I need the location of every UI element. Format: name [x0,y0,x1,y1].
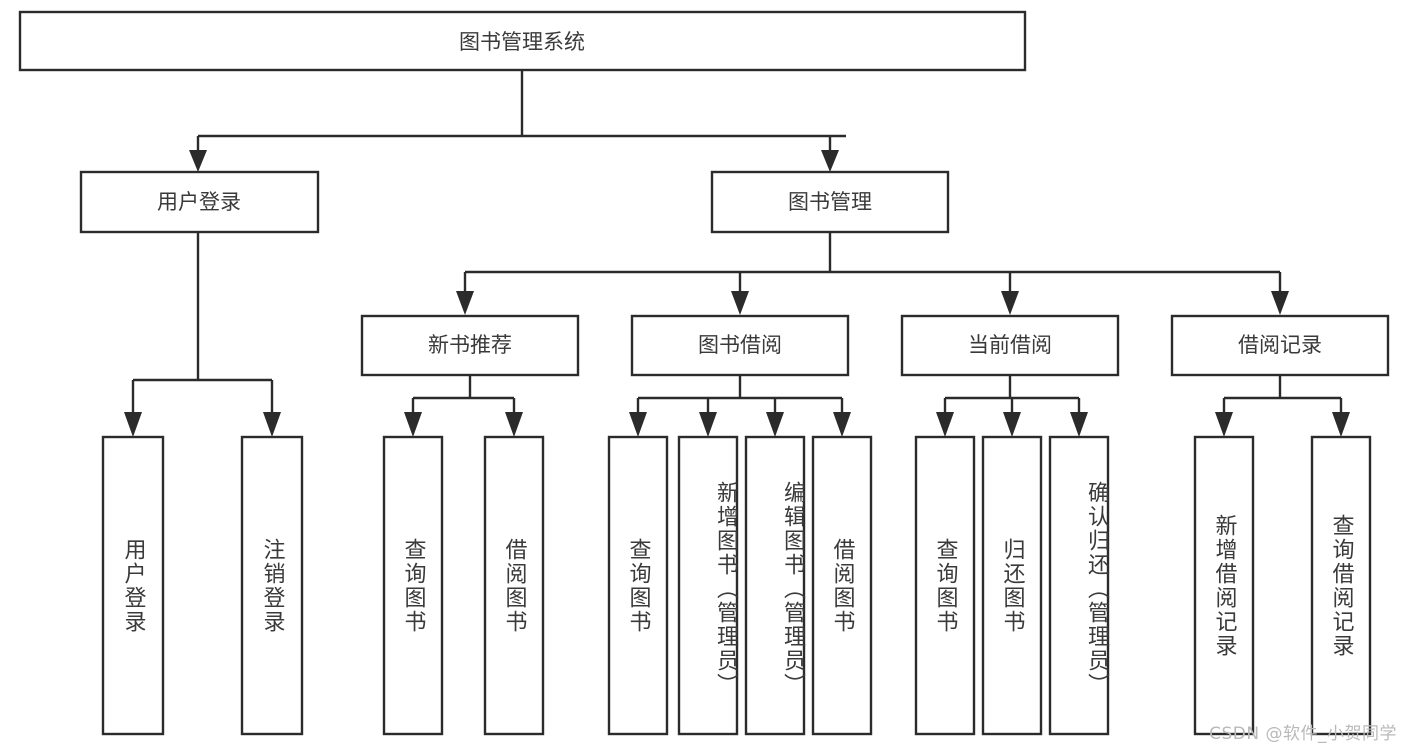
node-leaf-query-record[interactable] [1310,435,1372,736]
node-leaf-edit-book[interactable] [744,435,806,736]
node-leaf-query-book-2[interactable] [607,435,669,736]
connector-bookborrow-to-leaves [629,375,851,437]
connector-userlogin-to-leaves [124,232,281,437]
node-root-label: 图书管理系统 [459,30,585,54]
node-user-login[interactable]: 用户登录 [79,170,320,234]
node-leaf-add-record[interactable] [1193,435,1255,736]
connector-currentborrow-to-leaves [936,375,1088,437]
node-leaf-add-book[interactable] [677,435,739,736]
node-leaf-user-login[interactable] [101,435,165,736]
node-leaf-query-book-3[interactable] [914,435,976,736]
node-leaf-query-book-1[interactable] [382,435,444,736]
node-root[interactable]: 图书管理系统 [18,10,1027,72]
node-current-borrow-label: 当前借阅 [968,333,1052,357]
node-new-book-recommend-label: 新书推荐 [428,333,512,357]
node-leaf-confirm-return[interactable] [1048,435,1110,736]
connector-newbook-to-leaves [404,375,523,437]
node-user-login-label: 用户登录 [157,190,241,214]
node-new-book-recommend[interactable]: 新书推荐 [360,314,580,377]
node-leaf-logout-login[interactable] [240,435,304,736]
node-borrow-record[interactable]: 借阅记录 [1170,314,1390,377]
node-book-borrow[interactable]: 图书借阅 [630,314,850,377]
connector-borrowrecord-to-leaves [1215,375,1350,437]
node-current-borrow[interactable]: 当前借阅 [900,314,1120,377]
node-borrow-record-label: 借阅记录 [1238,333,1322,357]
connector-bookmgmt-to-level3 [456,232,1289,315]
node-leaf-borrow-book-2[interactable] [811,435,873,736]
node-book-management-label: 图书管理 [788,190,872,214]
connector-root-to-level2 [189,70,846,172]
node-book-management[interactable]: 图书管理 [710,170,950,234]
node-leaf-return-book[interactable] [981,435,1043,736]
node-book-borrow-label: 图书借阅 [698,333,782,357]
node-leaf-borrow-book-1[interactable] [483,435,545,736]
